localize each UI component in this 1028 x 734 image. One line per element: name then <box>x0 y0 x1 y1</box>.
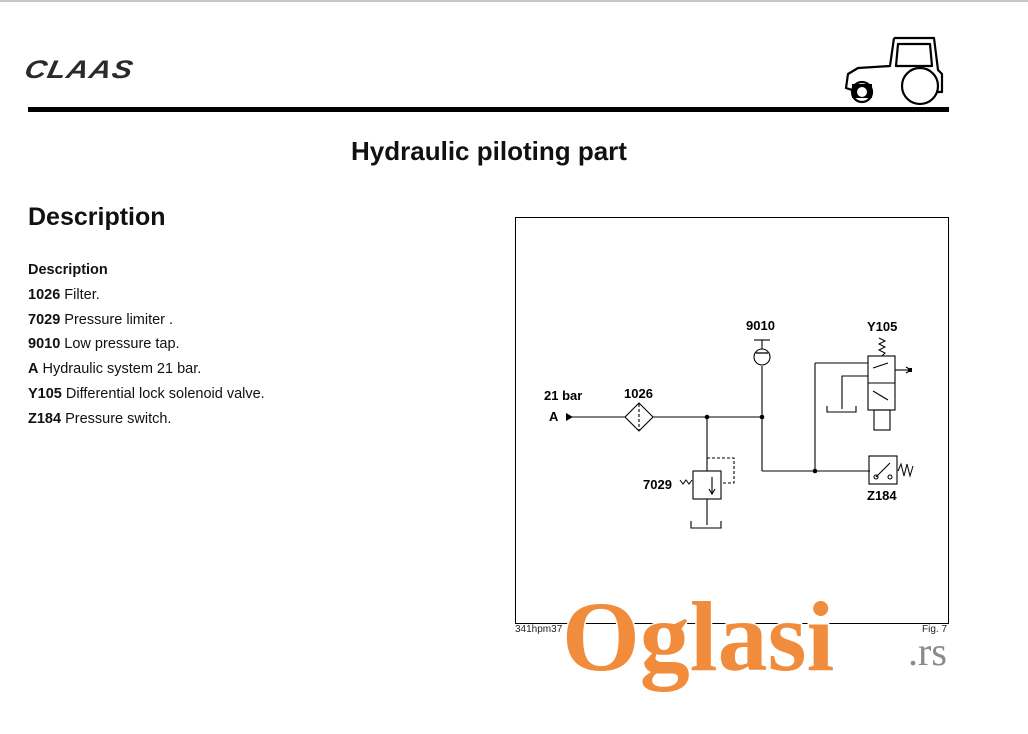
hydraulic-diagram: 21 bar A 1026 9010 7029 Y105 Z184 <box>515 217 949 624</box>
description-item: 1026 Filter. <box>28 286 100 303</box>
switch-label: Z184 <box>867 488 897 503</box>
pressure-label: 21 bar <box>544 388 582 403</box>
tractor-icon <box>844 36 944 106</box>
tap-label: 9010 <box>746 318 775 333</box>
limiter-label: 7029 <box>643 477 672 492</box>
claas-logo: CLAAS <box>22 56 137 85</box>
svg-text:.rs: .rs <box>908 629 947 674</box>
description-item: 7029 Pressure limiter . <box>28 311 174 328</box>
description-heading: Description <box>28 262 108 278</box>
port-label: A <box>549 409 559 424</box>
description-item: Y105 Differential lock solenoid valve. <box>28 385 265 402</box>
page-title: Hydraulic piloting part <box>351 136 627 166</box>
section-title: Description <box>28 203 166 231</box>
header-rule <box>28 107 949 112</box>
figure-code: 341hpm37 <box>515 624 563 635</box>
description-item: Z184 Pressure switch. <box>28 410 172 427</box>
svg-text:Oglasi: Oglasi <box>562 581 834 692</box>
description-item: A Hydraulic system 21 bar. <box>28 361 202 378</box>
filter-label: 1026 <box>624 386 653 401</box>
description-item: 9010 Low pressure tap. <box>28 336 180 353</box>
figure-number: Fig. 7 <box>922 624 948 635</box>
description-list: Description 1026 Filter. 7029 Pressure l… <box>28 258 265 432</box>
valve-label: Y105 <box>867 319 897 334</box>
top-border <box>0 0 1028 2</box>
oglasi-watermark: Oglasi .rs <box>561 580 947 694</box>
